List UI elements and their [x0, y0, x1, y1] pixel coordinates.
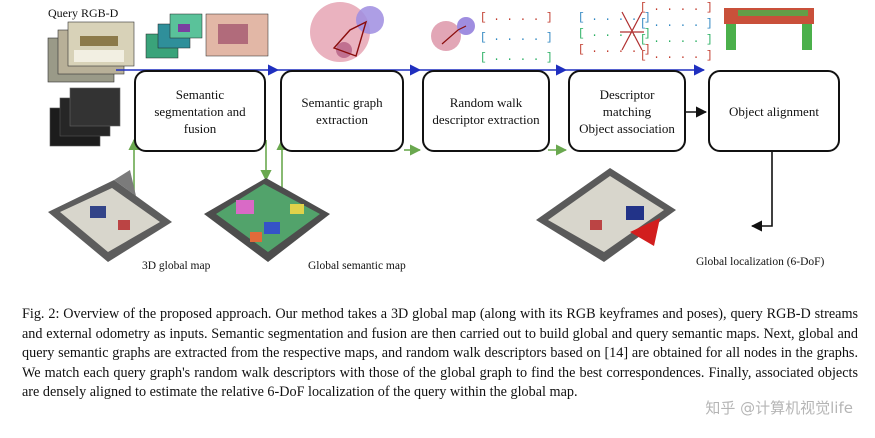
query-depth-thumbnails	[49, 87, 121, 147]
bracket-row: [ . . . . ]	[640, 2, 713, 14]
descriptor-brackets: [ . . . . ] [ . . . . ] [ . . . . ] [ . …	[480, 2, 713, 64]
global-map-3d-thumbnail	[48, 170, 172, 262]
box-connectors	[684, 106, 773, 232]
box-line: descriptor extraction	[432, 112, 540, 127]
bracket-row: [ . . . . ]	[480, 12, 553, 24]
bracket-row: [ . . . . ]	[640, 18, 713, 30]
random-walk-thumbnail	[431, 17, 475, 51]
box-line: segmentation and	[154, 103, 246, 119]
semantic-graph-thumbnail	[310, 2, 384, 62]
box-line: fusion	[183, 120, 217, 136]
box-line: Descriptor matching	[599, 86, 655, 119]
bracket-row: [ . . . . ]	[578, 44, 651, 56]
bracket-row: [ . . . . ]	[640, 34, 713, 46]
global-localization-thumbnail	[536, 168, 676, 262]
query-rgb-thumbnails	[47, 21, 135, 83]
query-rgbd-label: Query RGB-D	[48, 6, 119, 20]
bracket-row: [ . . . . ]	[480, 52, 553, 64]
box-random-walk-extraction: Random walk descriptor extraction	[422, 70, 550, 152]
bracket-row: [ . . . . ]	[480, 32, 553, 44]
bracket-row: [ . . . . ]	[578, 12, 651, 24]
figure-caption: Fig. 2: Overview of the proposed approac…	[22, 306, 858, 400]
box-line: Object alignment	[729, 103, 819, 119]
watermark: 知乎 @计算机视觉life	[705, 399, 853, 417]
segmentation-thumbnails	[145, 13, 269, 59]
box-line: Random walk	[449, 95, 523, 110]
global-localization-label: Global localization (6-DoF)	[696, 256, 825, 268]
box-line: extraction	[316, 112, 368, 127]
box-line: Semantic	[175, 86, 225, 102]
box-object-alignment: Object alignment	[708, 70, 840, 152]
bracket-row: [ . . . . ]	[640, 50, 713, 62]
object-alignment-thumbnail	[724, 8, 814, 50]
box-line: Semantic graph	[301, 95, 383, 110]
box-line: Object association	[579, 120, 675, 136]
pipeline-diagram: [ . . . . ] [ . . . . ] [ . . . . ] [ . …	[47, 2, 814, 262]
global-semantic-map-thumbnail	[204, 178, 330, 262]
global-map-label: 3D global map	[142, 260, 211, 272]
box-semantic-graph-extraction: Semantic graph extraction	[280, 70, 404, 152]
global-semantic-map-label: Global semantic map	[308, 260, 406, 272]
